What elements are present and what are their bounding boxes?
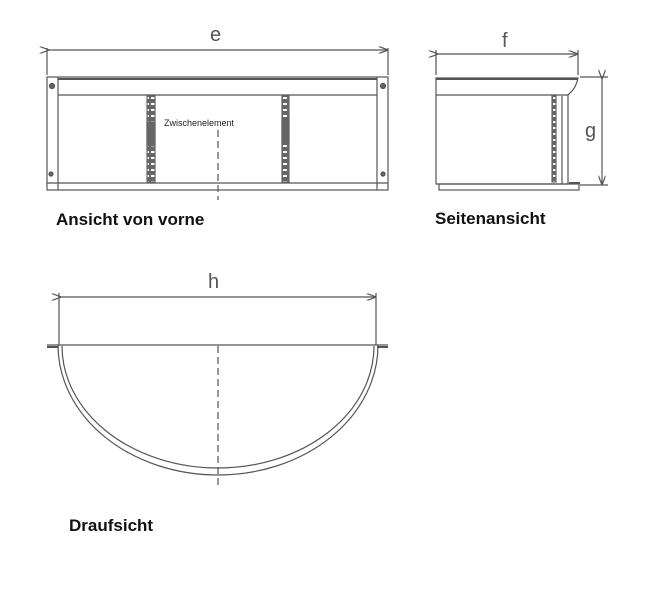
top-view-title: Draufsicht (69, 516, 154, 535)
dimension-h-label: h (208, 271, 220, 293)
top-view (47, 293, 388, 486)
dimension-f-label: f (502, 30, 508, 52)
intermediate-element-label: Zwischenelement (164, 118, 235, 128)
side-view (436, 50, 608, 191)
front-view-title: Ansicht von vorne (56, 210, 205, 229)
front-view (47, 48, 389, 200)
dimension-g-label: g (585, 120, 597, 142)
dimension-e-label: e (210, 24, 222, 46)
side-view-title: Seitenansicht (435, 209, 546, 228)
